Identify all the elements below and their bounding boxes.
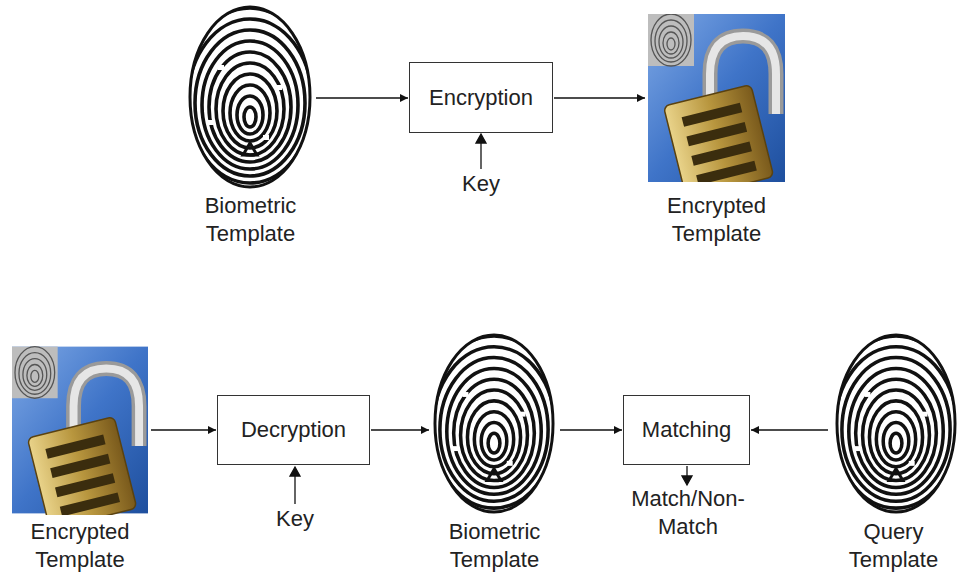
flow-arrow bbox=[751, 429, 828, 430]
annotation-label: Match/Non-Match bbox=[626, 485, 750, 541]
key-arrow bbox=[480, 142, 481, 169]
item-caption: Encrypted Template bbox=[646, 192, 787, 248]
illustrated-item: Encrypted Template bbox=[10, 345, 150, 574]
annotation-label: Key bbox=[441, 170, 521, 198]
process-box: Matching bbox=[623, 395, 750, 465]
item-caption: Biometric Template bbox=[430, 518, 559, 574]
item-caption: Encrypted Template bbox=[10, 518, 150, 574]
arrowhead bbox=[290, 467, 300, 476]
fingerprint-image bbox=[181, 7, 319, 190]
fingerprint-image bbox=[426, 335, 562, 515]
flow-arrow bbox=[371, 429, 429, 430]
illustrated-item: Encrypted Template bbox=[646, 14, 787, 248]
arrowhead bbox=[682, 476, 692, 485]
item-caption: Query Template bbox=[829, 518, 958, 574]
illustrated-item: Query Template bbox=[829, 333, 958, 574]
annotation-label: Key bbox=[255, 505, 335, 533]
flow-arrow bbox=[151, 429, 216, 430]
key-arrow bbox=[294, 475, 295, 504]
arrowhead bbox=[476, 134, 486, 143]
padlock-image bbox=[648, 14, 785, 198]
box-label: Matching bbox=[642, 416, 731, 444]
process-box: Decryption bbox=[217, 395, 370, 465]
flow-arrow bbox=[554, 97, 645, 98]
flow-arrow bbox=[560, 429, 622, 430]
fingerprint-image bbox=[828, 335, 961, 515]
box-label: Decryption bbox=[241, 416, 346, 444]
illustrated-item: Biometric Template bbox=[430, 333, 559, 574]
item-caption: Biometric Template bbox=[186, 192, 315, 248]
box-label: Encryption bbox=[429, 84, 533, 112]
process-box: Encryption bbox=[409, 62, 553, 133]
illustrated-item: Biometric Template bbox=[186, 5, 315, 248]
padlock-image bbox=[12, 347, 148, 530]
flow-arrow bbox=[316, 97, 408, 98]
